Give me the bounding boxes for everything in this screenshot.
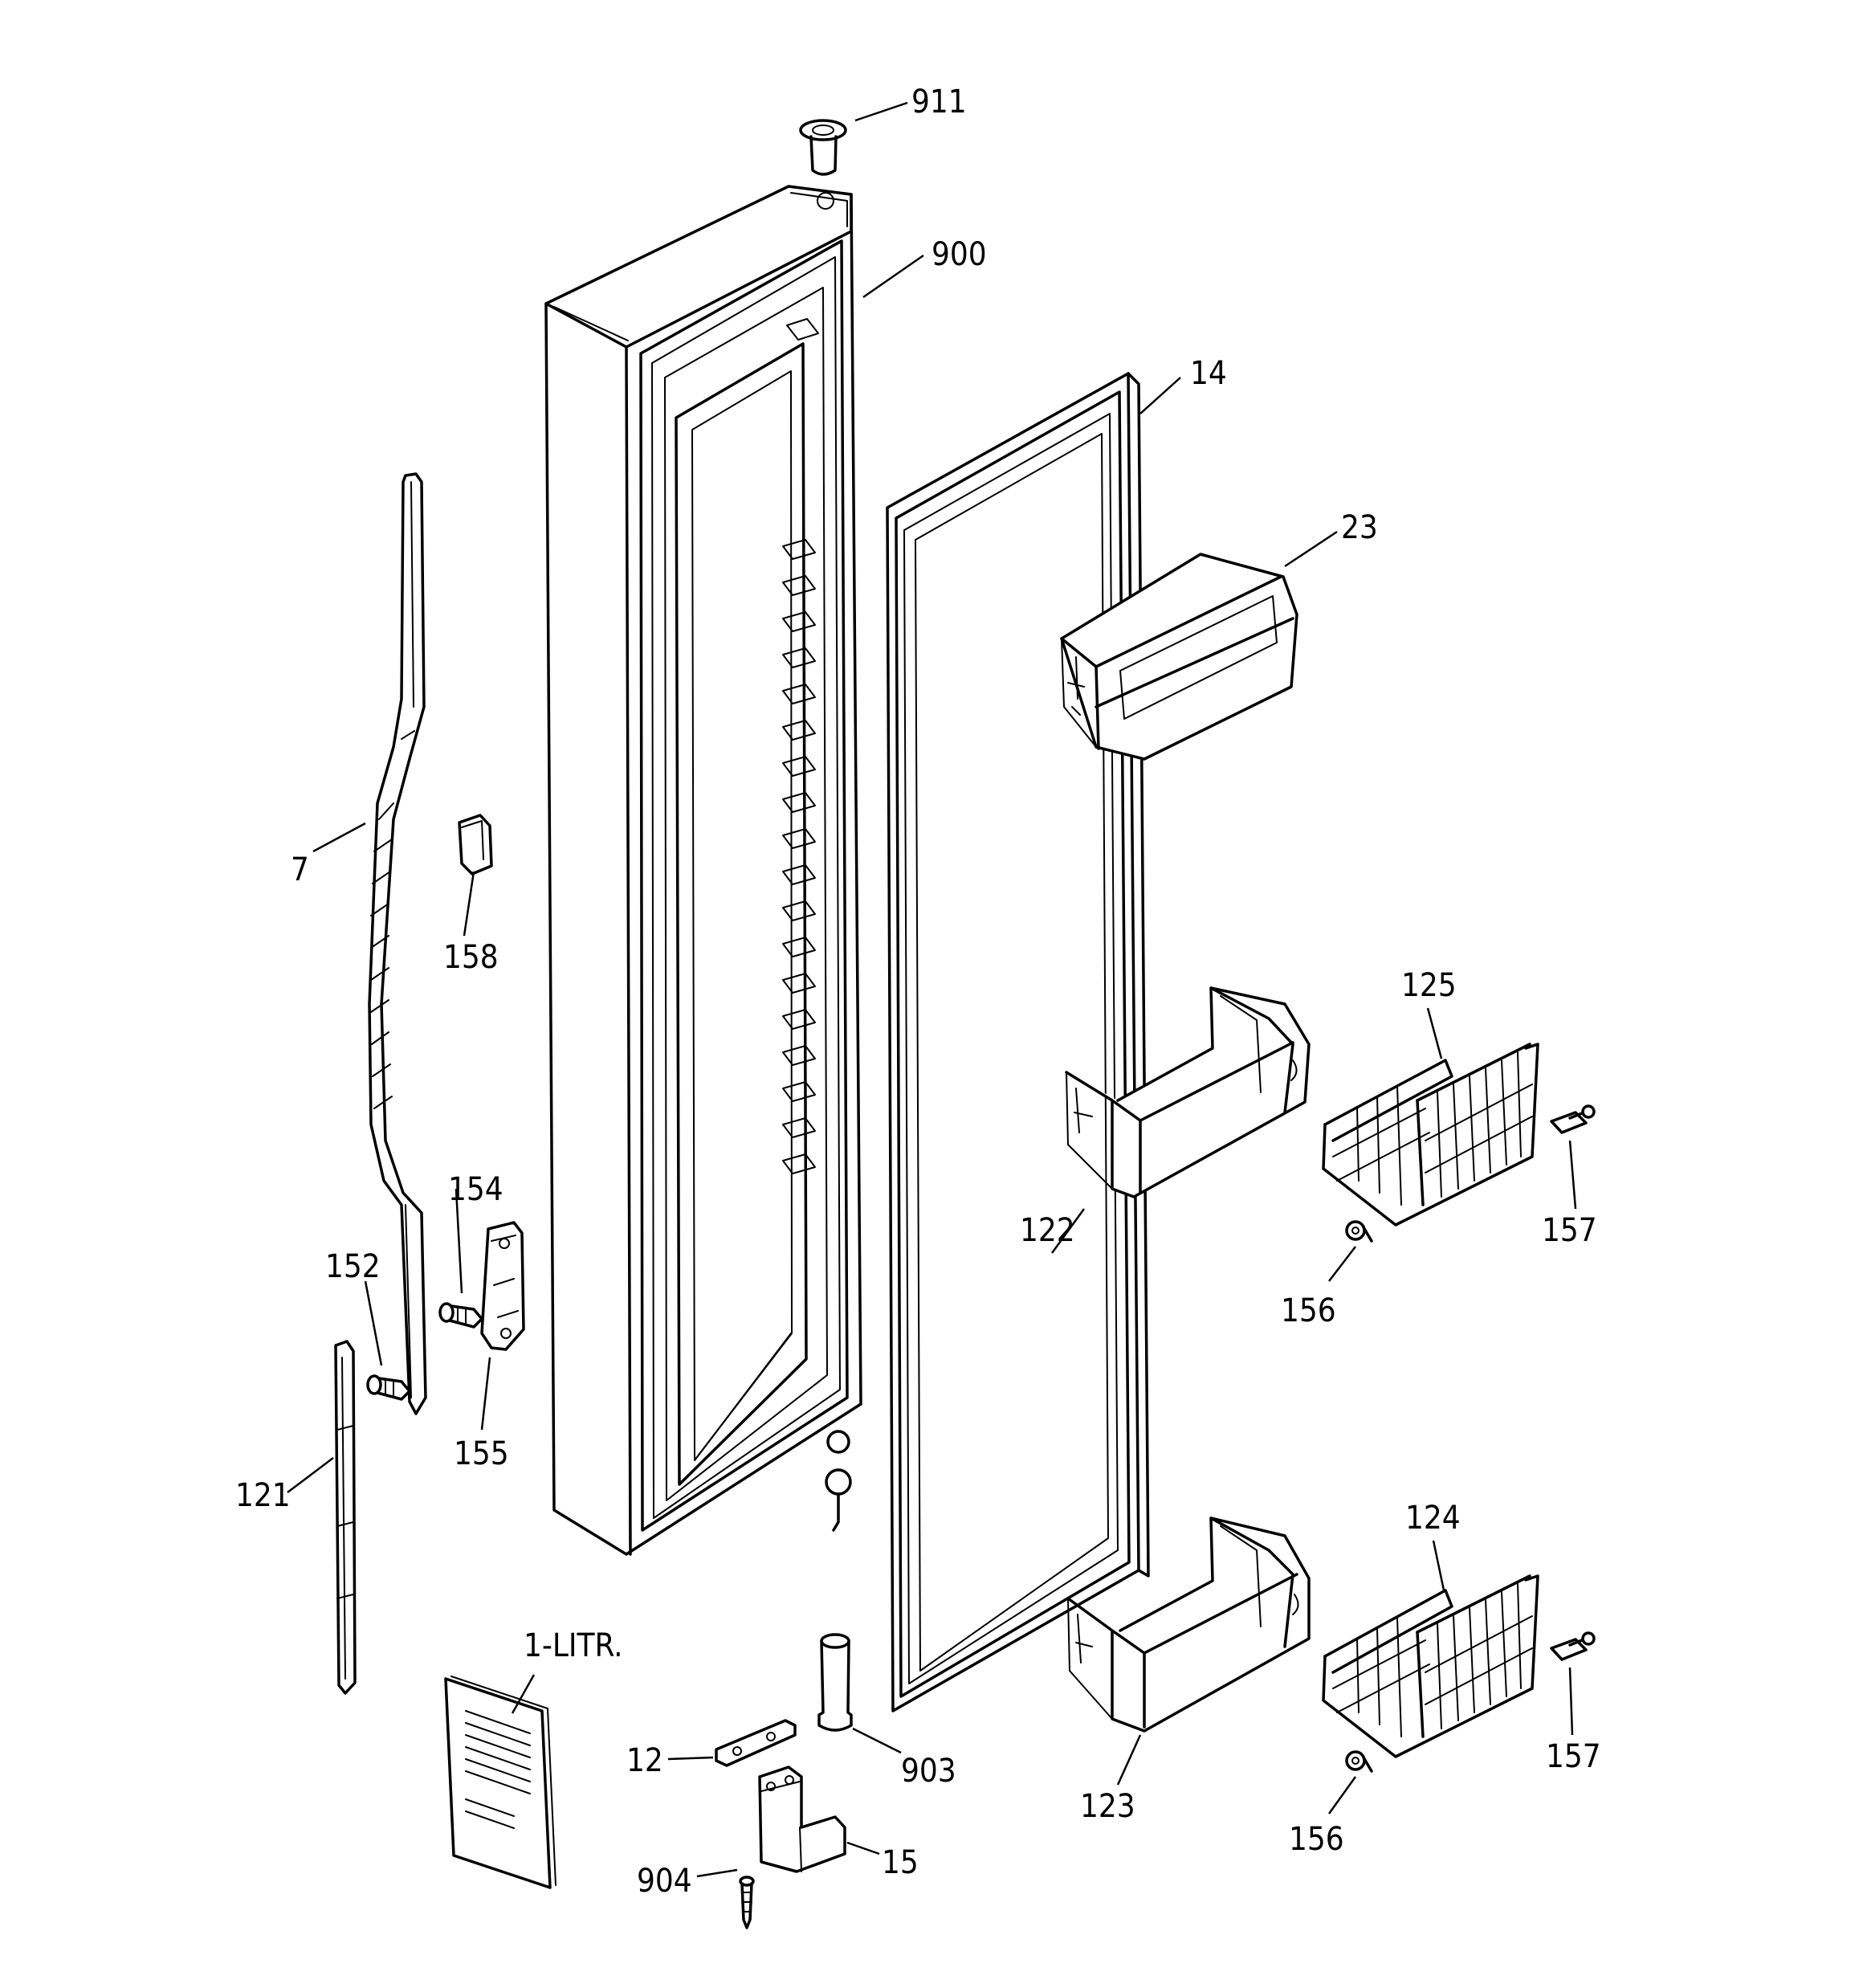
label-14: 14 bbox=[1190, 355, 1227, 392]
label-155: 155 bbox=[454, 1435, 509, 1472]
label-1-litr: 1-LITR. bbox=[524, 1627, 623, 1664]
leader-lines bbox=[287, 101, 1577, 1878]
label-158: 158 bbox=[443, 939, 499, 976]
part-labels: 911 900 14 23 7 158 154 152 155 121 125 … bbox=[235, 84, 1601, 1900]
label-122: 122 bbox=[1020, 1212, 1075, 1249]
label-12: 12 bbox=[626, 1742, 663, 1779]
part-152-screw bbox=[366, 1374, 411, 1401]
label-911: 911 bbox=[911, 84, 967, 120]
part-125-wire-basket bbox=[1322, 1043, 1539, 1227]
part-7-handle bbox=[368, 472, 427, 1415]
part-123-door-bin bbox=[1066, 1517, 1311, 1733]
label-157-lower: 157 bbox=[1546, 1738, 1601, 1775]
part-12-shim-plate bbox=[715, 1719, 797, 1767]
part-121-trim-strip bbox=[334, 1340, 357, 1695]
label-156-lower: 156 bbox=[1289, 1821, 1344, 1858]
part-157-clip-lower bbox=[1550, 1631, 1596, 1661]
part-158-clip bbox=[458, 814, 493, 876]
label-125: 125 bbox=[1401, 967, 1457, 1004]
label-904: 904 bbox=[637, 1863, 692, 1900]
part-900-door-body bbox=[544, 185, 862, 1556]
label-15: 15 bbox=[882, 1844, 919, 1881]
part-15-bottom-hinge bbox=[758, 1766, 846, 1873]
label-152: 152 bbox=[325, 1248, 381, 1285]
label-900: 900 bbox=[932, 236, 987, 273]
part-157-clip-upper bbox=[1550, 1104, 1596, 1134]
label-157-upper: 157 bbox=[1542, 1212, 1597, 1249]
label-124: 124 bbox=[1405, 1500, 1461, 1537]
label-23: 23 bbox=[1341, 509, 1378, 546]
part-911-cap bbox=[799, 119, 847, 176]
part-156-screw-upper bbox=[1345, 1220, 1373, 1243]
label-154: 154 bbox=[448, 1171, 503, 1208]
label-156-upper: 156 bbox=[1281, 1292, 1336, 1329]
part-904-screw bbox=[739, 1876, 755, 1929]
label-7: 7 bbox=[291, 851, 309, 888]
part-23-door-bin bbox=[1060, 553, 1298, 761]
part-1-litr-booklet bbox=[444, 1676, 556, 1889]
part-124-wire-basket bbox=[1322, 1574, 1539, 1758]
part-155-bracket bbox=[480, 1221, 525, 1351]
part-903-sleeve bbox=[817, 1633, 853, 1732]
part-154-screw bbox=[438, 1302, 483, 1329]
part-14-gasket bbox=[886, 372, 1150, 1712]
label-123: 123 bbox=[1080, 1788, 1135, 1825]
label-903: 903 bbox=[901, 1753, 956, 1790]
part-156-screw-lower bbox=[1345, 1750, 1373, 1773]
part-122-door-bin bbox=[1065, 986, 1311, 1198]
label-121: 121 bbox=[235, 1477, 291, 1514]
